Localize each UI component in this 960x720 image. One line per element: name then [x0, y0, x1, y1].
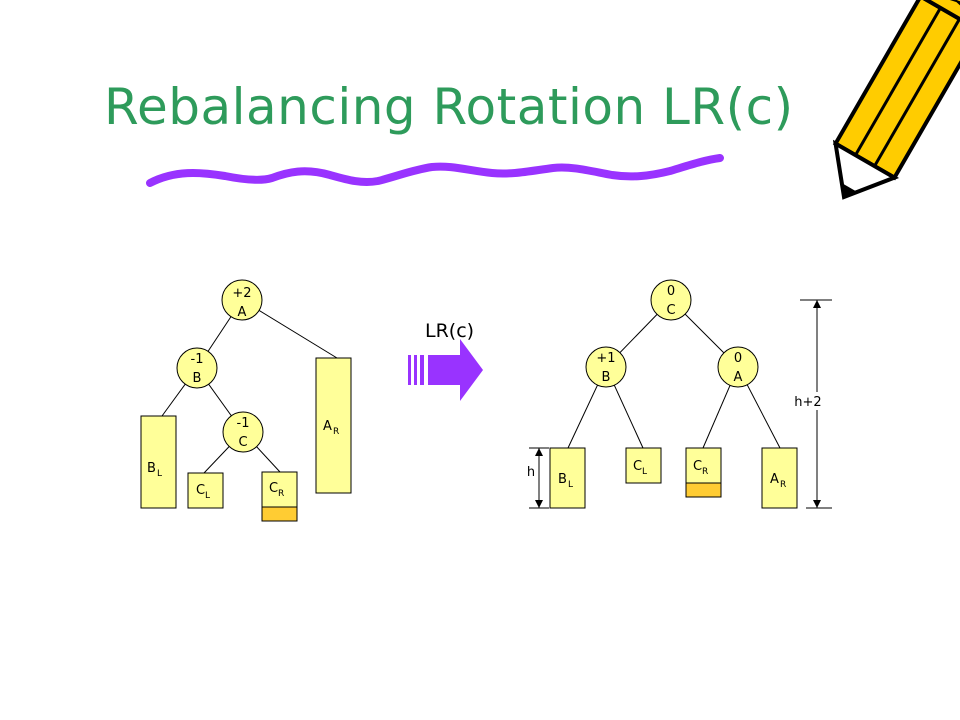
rotation-arrow: LR(c): [408, 320, 483, 401]
after-subtree-cr-extension: [685, 482, 722, 498]
slide-title: Rebalancing Rotation LR(c): [104, 78, 794, 136]
after-node-c: 0 C: [650, 279, 692, 321]
svg-text:A: A: [734, 370, 743, 385]
svg-text:L: L: [157, 469, 162, 479]
before-subtree-cr-extension: [261, 506, 298, 522]
svg-text:L: L: [568, 480, 573, 490]
after-subtree-ar: A R: [761, 447, 798, 509]
svg-text:A: A: [238, 305, 247, 320]
svg-text:B: B: [558, 472, 567, 487]
after-node-a: 0 A: [717, 346, 759, 388]
before-node-c: -1 C: [222, 411, 264, 453]
after-subtree-bl: B L: [549, 447, 586, 509]
after-node-b: +1 B: [585, 346, 627, 388]
svg-text:R: R: [278, 489, 284, 499]
svg-text:C: C: [693, 459, 702, 474]
after-subtree-cl: C L: [625, 447, 662, 484]
svg-text:B: B: [193, 371, 202, 386]
height-dimension-total: h+2: [794, 299, 832, 509]
before-subtree-cl: C L: [187, 472, 224, 509]
svg-text:R: R: [702, 467, 708, 477]
svg-text:-1: -1: [237, 416, 250, 431]
before-node-b: -1 B: [176, 347, 218, 389]
rotation-label: LR(c): [425, 320, 474, 342]
height-label: h: [527, 465, 535, 480]
svg-text:B: B: [602, 370, 611, 385]
svg-text:R: R: [333, 427, 339, 437]
svg-text:A: A: [323, 419, 332, 434]
svg-text:0: 0: [734, 351, 742, 366]
svg-text:C: C: [269, 481, 278, 496]
svg-text:+1: +1: [596, 351, 615, 366]
svg-text:L: L: [205, 491, 210, 501]
svg-text:B: B: [147, 461, 156, 476]
after-subtree-cr: C R: [685, 447, 722, 498]
height-dimension-h: h: [524, 447, 549, 509]
before-subtree-ar: A R: [315, 357, 352, 494]
total-height-label: h+2: [794, 395, 821, 410]
svg-text:C: C: [196, 483, 205, 498]
before-node-a: +2 A: [221, 279, 263, 321]
svg-text:R: R: [780, 480, 786, 490]
svg-text:-1: -1: [191, 352, 204, 367]
svg-text:L: L: [642, 467, 647, 477]
svg-text:C: C: [633, 459, 642, 474]
before-subtree-cr: C R: [261, 471, 298, 522]
svg-text:C: C: [238, 435, 247, 450]
before-subtree-bl: B L: [140, 415, 177, 509]
svg-text:A: A: [770, 472, 779, 487]
svg-text:+2: +2: [232, 286, 251, 301]
svg-text:C: C: [666, 303, 675, 318]
svg-text:0: 0: [667, 284, 675, 299]
